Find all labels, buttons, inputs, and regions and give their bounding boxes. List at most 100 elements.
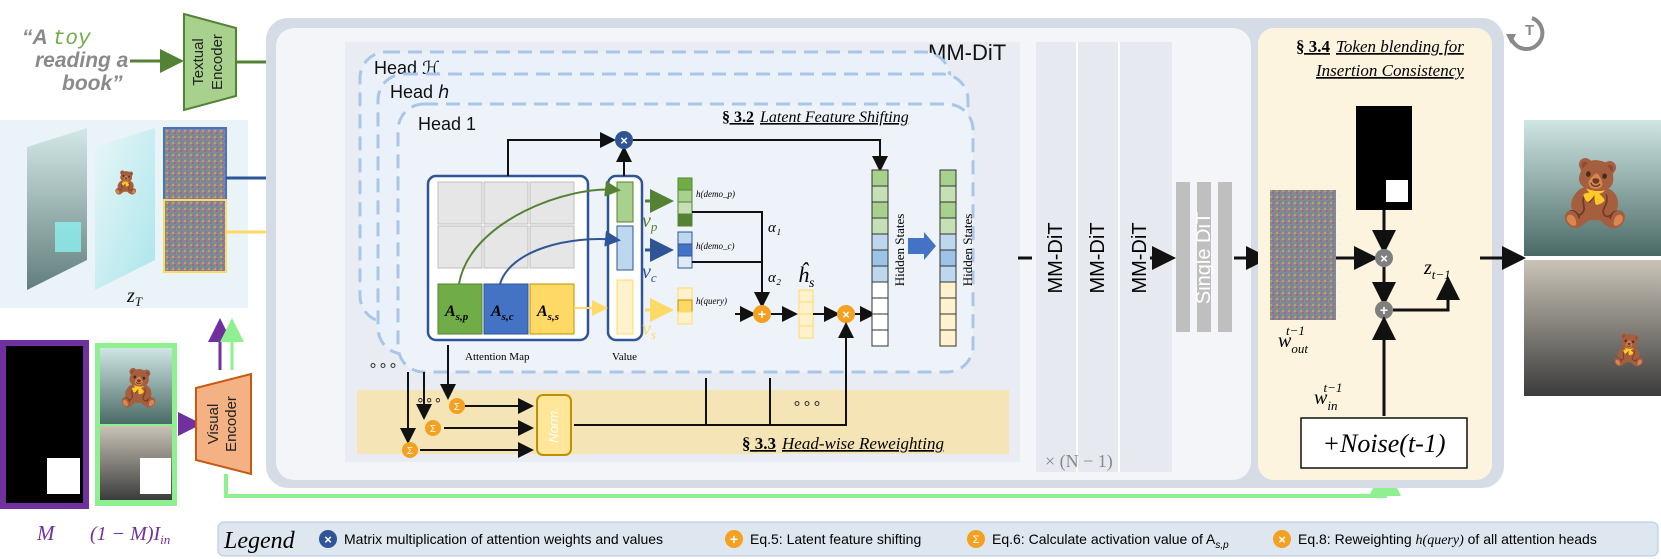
svg-text:T: T	[1525, 22, 1534, 39]
norm-block	[536, 394, 572, 456]
hs-hat-label: ĥs	[798, 262, 815, 291]
svg-text:🧸: 🧸	[1610, 332, 1647, 368]
svg-text:M: M	[36, 521, 56, 545]
hidden-states-2	[939, 169, 957, 347]
svg-text:×: ×	[1278, 532, 1286, 547]
svg-text:+: +	[1380, 302, 1388, 318]
output-image-1	[1524, 120, 1661, 256]
hidden-states-2-label: Hidden States	[960, 214, 975, 287]
sum-icon-1: Σ	[449, 398, 465, 414]
alpha2-label: α₂	[768, 270, 781, 286]
svg-text:Σ: Σ	[973, 534, 980, 546]
wout-label: woutt−1	[1278, 323, 1308, 356]
plus-to-z-arrow	[1393, 276, 1460, 312]
alpha1-label: α₁	[768, 220, 781, 236]
reweight-arrows	[400, 322, 854, 458]
reweight-times-icon: ×	[837, 305, 855, 323]
timestep-loop-icon: T	[1506, 16, 1545, 51]
legend-item-matmul: × Matrix multiplication of attention wei…	[319, 530, 663, 548]
z-next-label: zt−1	[1423, 257, 1451, 282]
vs-label: vs	[642, 318, 656, 342]
svg-text:Textual: Textual	[190, 38, 207, 86]
svg-text:Encoder: Encoder	[223, 396, 240, 452]
blend-plus-icon: +	[1375, 301, 1393, 319]
attention-map-label: Attention Map	[465, 351, 530, 363]
value-label: Value	[612, 351, 637, 363]
svg-text:Σ: Σ	[407, 446, 413, 457]
svg-text:Σ: Σ	[430, 424, 436, 435]
sum-icon-3: Σ	[402, 442, 418, 458]
svg-text:As,c: As,c	[490, 303, 514, 323]
svg-text:∘∘∘: ∘∘∘	[416, 391, 442, 407]
svg-text:Eq.8: Reweighting h(query) of: Eq.8: Reweighting h(query) of all attent…	[1298, 531, 1597, 548]
sum-icon	[967, 530, 985, 548]
hidden-states-1-label: Hidden States	[892, 214, 907, 287]
svg-text:+: +	[730, 531, 738, 547]
svg-text:Σ: Σ	[454, 402, 460, 413]
svg-text:🧸: 🧸	[116, 367, 161, 409]
matmul-icon	[319, 530, 337, 548]
win-label: wint−1	[1314, 380, 1342, 413]
head-1-label: Head 1	[418, 114, 476, 134]
matmul-to-hidden-arrow	[633, 139, 888, 172]
svg-text:“A toy: “A toy	[22, 26, 91, 51]
h-demo-p-vector	[677, 177, 693, 227]
svg-text:reading a: reading a	[35, 49, 129, 72]
svg-text:Matrix multiplication of atten: Matrix multiplication of attention weigh…	[344, 531, 663, 547]
svg-text:×: ×	[324, 532, 332, 547]
mmdit-stack-label-2: MM-DiT	[1087, 222, 1109, 293]
legend-item-plus: + Eq.5: Latent feature shifting	[725, 530, 921, 548]
hidden-states-1	[871, 169, 889, 347]
heads-ellipsis: ∘∘∘	[368, 357, 398, 374]
noise-label: +Noise(t-1)	[1323, 429, 1446, 458]
svg-text:Single DiT: Single DiT	[1193, 212, 1215, 304]
sum-icon-2: Σ	[425, 420, 441, 436]
svg-text:Eq.5: Latent feature shifting: Eq.5: Latent feature shifting	[750, 531, 921, 547]
h-query-vector	[677, 287, 693, 325]
value-column	[606, 174, 644, 342]
hs-hat-vector	[798, 289, 814, 339]
matmul-icon: ×	[615, 131, 633, 149]
h-demo-c-label: h(demo_c)	[696, 241, 734, 251]
single-dit-block: Single DiT	[1176, 182, 1232, 332]
svg-text:🧸: 🧸	[112, 170, 139, 196]
visual-encoder: Visual Encoder	[195, 372, 252, 476]
times-icon	[1273, 530, 1291, 548]
asp-curve	[458, 180, 621, 285]
blend-arrow	[908, 232, 936, 260]
svg-text:As,p: As,p	[444, 303, 469, 323]
norm-label: Norm.	[546, 407, 561, 442]
legend-item-reweight: × Eq.8: Reweighting h(query) of all atte…	[1273, 530, 1597, 548]
svg-text:Eq.6: Calculate activation val: Eq.6: Calculate activation value of As,p	[992, 531, 1229, 551]
mmdit-stack-label-3: MM-DiT	[1129, 222, 1151, 293]
svg-text:×: ×	[842, 307, 850, 322]
asc-curve	[499, 230, 621, 285]
latent-zt-stack: 🧸 zT	[27, 127, 227, 309]
mmdit-stack-label-1: MM-DiT	[1045, 222, 1067, 293]
h-query-label: h(query)	[696, 296, 727, 306]
svg-text:(1 − M)Iin: (1 − M)Iin	[90, 523, 170, 547]
svg-text:zT: zT	[126, 285, 143, 309]
textual-encoder: Textual Encoder	[183, 12, 237, 112]
h-demo-c-vector	[677, 231, 693, 269]
attention-map: As,p As,c As,s	[426, 174, 590, 342]
demo-p-to-plus-arrow	[692, 211, 770, 308]
legend-title: Legend	[223, 528, 296, 554]
svg-text:book”: book”	[62, 72, 123, 95]
plus-icon	[725, 530, 743, 548]
svg-text:🧸: 🧸	[1555, 157, 1635, 231]
wout-noise-image	[1270, 190, 1336, 320]
legend-item-sum: Σ Eq.6: Calculate activation value of As…	[967, 530, 1229, 551]
svg-text:+: +	[758, 306, 766, 322]
noise-box	[1300, 417, 1468, 469]
attn-to-matmul-arrow	[507, 132, 616, 176]
masked-image-input: 🧸 (1 − M)Iin	[90, 343, 177, 547]
svg-text:As,s: As,s	[536, 303, 559, 323]
prompt-text: “A toy reading a book”	[22, 26, 129, 95]
vp-label: vp	[642, 210, 658, 234]
h-demo-p-label: h(demo_p)	[696, 189, 735, 199]
